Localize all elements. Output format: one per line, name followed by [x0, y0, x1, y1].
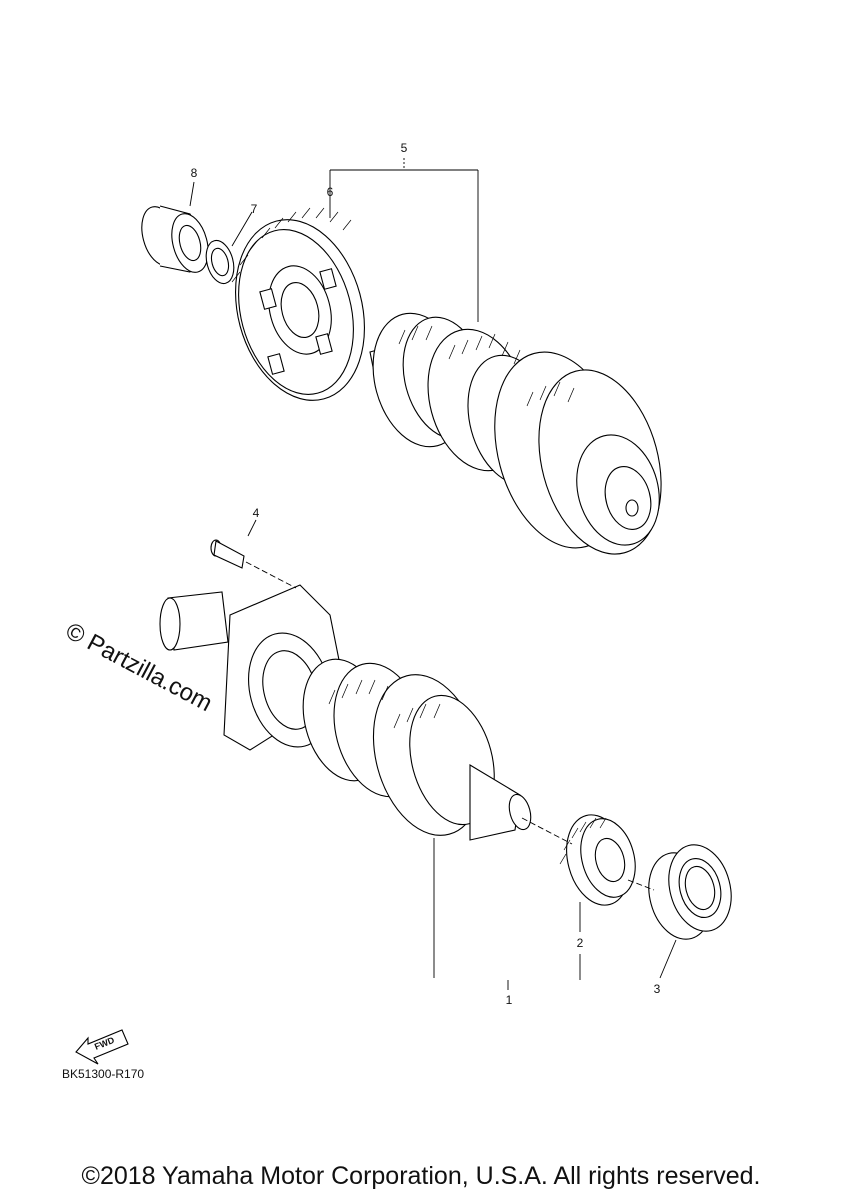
drive-axle-part — [369, 312, 662, 555]
leader-lines — [189, 158, 677, 990]
fwd-arrow-icon: FWD — [75, 1029, 129, 1065]
part-code: BK51300-R170 — [62, 1067, 144, 1081]
callout-1: 1 — [506, 993, 513, 1007]
copyright-text: ©2018 Yamaha Motor Corporation, U.S.A. A… — [82, 1162, 761, 1190]
washer-part — [205, 239, 235, 285]
callout-7: 7 — [251, 202, 258, 216]
bearing-upper-part — [141, 205, 209, 273]
callout-2: 2 — [577, 936, 584, 950]
bearing-lower-part — [648, 844, 732, 940]
callout-3: 3 — [654, 982, 661, 996]
main-axle-part — [159, 584, 532, 841]
gear-small-part — [559, 814, 636, 906]
callout-6: 6 — [327, 185, 334, 199]
callout-5: 5 — [401, 141, 408, 155]
screw-part — [210, 539, 245, 569]
callout-4: 4 — [253, 506, 260, 520]
callout-8: 8 — [191, 166, 198, 180]
driven-gear-part — [231, 207, 365, 401]
